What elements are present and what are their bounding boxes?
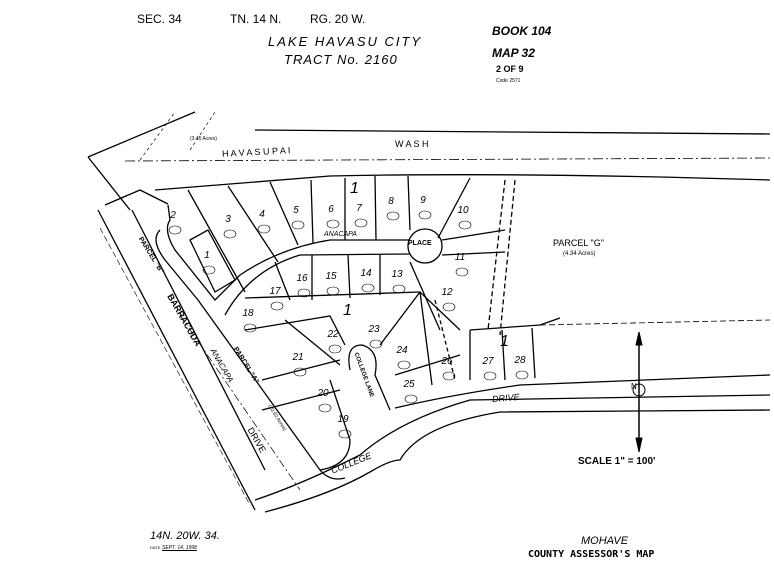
section-label: SEC. 34 xyxy=(137,12,182,26)
lot-circle-tag xyxy=(361,283,375,293)
lot-number: 4 xyxy=(259,209,265,220)
lot-circle-tag xyxy=(369,339,383,349)
wash-area: (3.45 Acres) xyxy=(190,136,217,142)
lot-circle-tag xyxy=(442,302,456,312)
lot-circle-tag xyxy=(442,371,456,381)
date-label: DATE xyxy=(150,545,161,550)
lot-circle-tag xyxy=(326,286,340,296)
anacapa-north-edge xyxy=(166,204,410,301)
street-label-wash: W A S H xyxy=(395,139,429,149)
lot-circle-tag xyxy=(243,323,257,333)
lot-number: 19 xyxy=(337,414,349,425)
lot-number: 23 xyxy=(367,324,380,335)
county-name: MOHAVE xyxy=(581,535,629,547)
lot-circle-tag xyxy=(223,229,237,239)
barracuda-outer-line xyxy=(97,209,256,511)
street-label-anacapa-place: ANACAPA xyxy=(324,231,357,238)
college-drive-north-edge xyxy=(254,394,771,501)
map-title-city: LAKE HAVASU CITY xyxy=(268,34,423,49)
block-mark: 1 xyxy=(500,333,509,350)
lot-circle-tag xyxy=(168,225,182,235)
block-mark: 1 xyxy=(350,180,359,197)
wash-south-line xyxy=(154,174,771,191)
lot-number: 16 xyxy=(296,273,308,284)
book-number: BOOK 104 xyxy=(492,24,552,38)
parcel-g-label: PARCEL "G" xyxy=(553,238,604,248)
lot-circle-tag xyxy=(458,220,472,230)
lot-number: 24 xyxy=(395,345,408,356)
lot-circle-tag xyxy=(455,267,469,277)
college-drive-south-edge xyxy=(264,409,771,513)
street-label-place: PLACE xyxy=(408,240,432,247)
sheet-number: 2 OF 9 xyxy=(496,64,524,74)
date-value: SEPT. 14, 1998 xyxy=(162,545,197,551)
lot-number: 18 xyxy=(242,308,254,319)
north-arrow-icon xyxy=(632,331,646,453)
lot-number: 22 xyxy=(326,329,339,340)
map-number: MAP 32 xyxy=(492,46,535,60)
lot-circle-tag xyxy=(386,211,400,221)
range-label: RG. 20 W. xyxy=(310,12,366,26)
block-mark: 1 xyxy=(343,302,352,319)
township-label: TN. 14 N. xyxy=(230,12,282,26)
lot-circle-tag xyxy=(297,288,311,298)
barracuda-inner-line xyxy=(131,209,266,471)
lot-circle-tag xyxy=(318,403,332,413)
college-lane-edge xyxy=(348,344,391,411)
north-label: N xyxy=(631,382,637,391)
map-linework xyxy=(87,111,771,513)
college-drive-upper-edge xyxy=(394,374,771,409)
lot-circle-tag xyxy=(404,394,418,404)
lot-number: 8 xyxy=(388,196,394,207)
lot-number: 12 xyxy=(441,287,453,298)
lot-number: 14 xyxy=(360,268,372,279)
map-type: COUNTY ASSESSOR'S MAP xyxy=(528,549,655,560)
lot-number: 17 xyxy=(269,286,281,297)
lot-number: 3 xyxy=(225,214,231,225)
lot-number: 15 xyxy=(325,271,337,282)
lot-circle-tag xyxy=(392,284,406,294)
footer-twp-rng-sec: 14N. 20W. 34. xyxy=(150,530,220,542)
lot-number: 13 xyxy=(391,269,403,280)
lot-circle-tag xyxy=(515,370,529,380)
lot-number: 11 xyxy=(455,252,465,263)
lot-number: 25 xyxy=(402,379,415,390)
lot-number: 6 xyxy=(328,204,334,215)
lot-circle-tag xyxy=(397,360,411,370)
lot-number: 5 xyxy=(293,205,299,216)
tax-code: Code 2571 xyxy=(496,78,521,84)
wash-north-line xyxy=(254,129,771,135)
lot-number: 2 xyxy=(169,210,176,221)
lot-number: 26 xyxy=(440,356,453,367)
lot-number: 9 xyxy=(420,195,426,206)
lot-circle-tag xyxy=(270,301,284,311)
lot-circle-tag xyxy=(418,210,432,220)
lot-number: 1 xyxy=(204,250,210,261)
lot-number: 20 xyxy=(316,388,329,399)
lot-circle-tag xyxy=(338,429,352,439)
west-line xyxy=(87,156,131,211)
lot-circle-tag xyxy=(354,218,368,228)
lot-number: 27 xyxy=(481,356,494,367)
lot-number: 21 xyxy=(291,352,303,363)
scale-label: SCALE 1" = 100' xyxy=(578,456,656,467)
lot-circle-tag xyxy=(328,344,342,354)
lot-circle-tag xyxy=(483,371,497,381)
lot-number: 7 xyxy=(356,203,362,214)
lot-circle-tag xyxy=(326,219,340,229)
upper-road-line xyxy=(87,111,196,158)
lot-circle-tag xyxy=(291,220,305,230)
lot-number: 10 xyxy=(457,205,469,216)
lot-circle-tag xyxy=(257,224,271,234)
lot-number: 28 xyxy=(513,355,526,366)
lot-circle-tag xyxy=(293,367,307,377)
map-title-tract: TRACT No. 2160 xyxy=(284,52,398,67)
anacapa-south-edge xyxy=(224,253,411,316)
parcel-g-area: (4.34 Acres) xyxy=(563,251,596,257)
anacapa-place-cul-de-sac xyxy=(407,228,443,264)
lot-circle-tag xyxy=(202,265,216,275)
